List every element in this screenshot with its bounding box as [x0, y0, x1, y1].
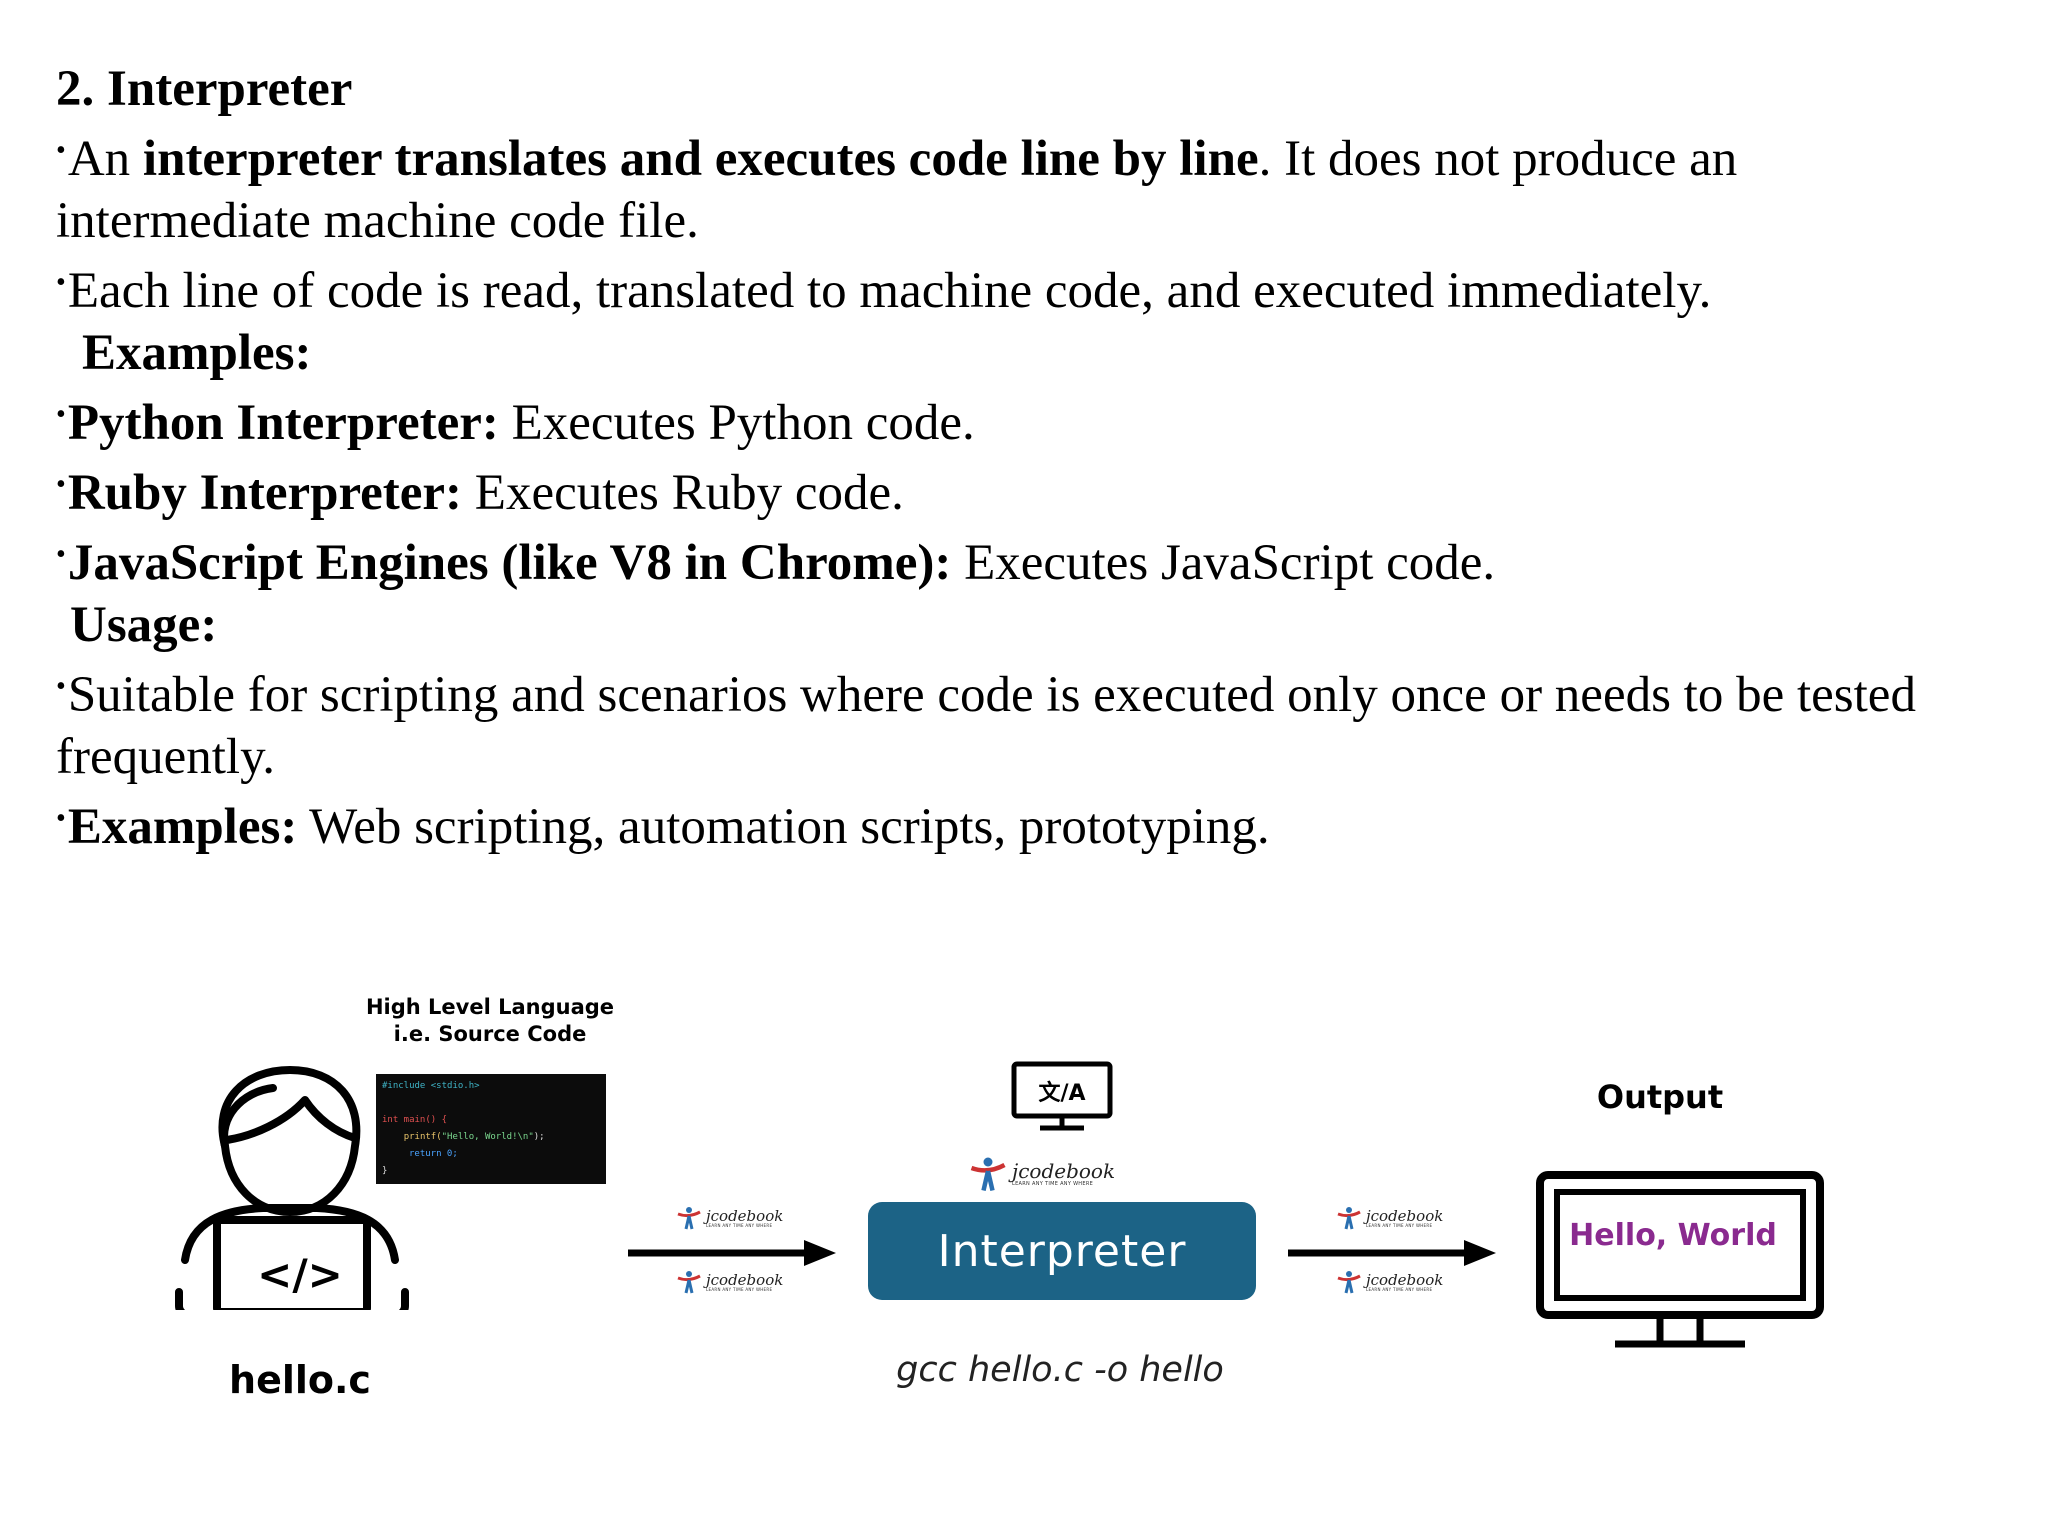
monitor-icon [1536, 1171, 1824, 1348]
bullet-continuation: intermediate machine code file. [56, 193, 699, 249]
brand-watermark: jcodebook LEARN ANY TIME ANY WHERE [1336, 1206, 1443, 1230]
brand-tagline: LEARN ANY TIME ANY WHERE [1366, 1287, 1433, 1293]
arrow-right-icon [628, 1240, 836, 1266]
programmer-icon [175, 1066, 409, 1310]
bullet-text: Web scripting, automation scripts, proto… [297, 799, 1270, 855]
example-item-javascript: •JavaScript Engines (like V8 in Chrome):… [56, 524, 2016, 594]
source-code-caption: High Level Language i.e. Source Code [340, 994, 640, 1048]
example-name: JavaScript Engines (like V8 in Chrome): [67, 535, 952, 591]
bullet-bold-text: interpreter translates and executes code… [142, 131, 1259, 187]
bullet-dot: • [56, 803, 66, 834]
brand-watermark: jcodebook LEARN ANY TIME ANY WHERE [968, 1156, 1115, 1192]
brand-watermark: jcodebook LEARN ANY TIME ANY WHERE [676, 1206, 783, 1230]
translate-monitor-icon: 文/A [1011, 1061, 1113, 1131]
bullet-dot: • [56, 469, 66, 500]
brand-text: jcodebook LEARN ANY TIME ANY WHERE [1366, 1272, 1443, 1293]
output-title: Output [1596, 1078, 1724, 1116]
brand-logo-icon [677, 1207, 701, 1230]
example-item-python: •Python Interpreter: Executes Python cod… [56, 384, 2016, 454]
translate-symbol: 文/A [1038, 1080, 1085, 1106]
bullet-dot: • [56, 539, 66, 570]
code-token: printf( [403, 1132, 442, 1142]
brand-tagline: LEARN ANY TIME ANY WHERE [1366, 1223, 1433, 1229]
usage-bullet-scripting: •Suitable for scripting and scenarios wh… [56, 656, 2016, 726]
brand-name: jcodebook [706, 1206, 784, 1225]
brand-tagline: LEARN ANY TIME ANY WHERE [706, 1287, 773, 1293]
example-name: Python Interpreter: [67, 395, 499, 451]
brand-name: jcodebook [706, 1270, 784, 1289]
bullet-dot: • [56, 671, 66, 702]
bullet-line-by-line: •Each line of code is read, translated t… [56, 252, 2016, 322]
brand-name: jcodebook [1366, 1270, 1444, 1289]
caption-line: i.e. Source Code [393, 1022, 587, 1046]
bullet-text: . It does not produce an [1258, 131, 1738, 187]
interpreter-diagram: High Level Language i.e. Source Code </>… [0, 980, 2048, 1420]
brand-logo-icon [677, 1271, 701, 1294]
brand-text: jcodebook LEARN ANY TIME ANY WHERE [1366, 1208, 1443, 1229]
code-token: ); [533, 1132, 545, 1142]
brand-text: jcodebook LEARN ANY TIME ANY WHERE [706, 1272, 783, 1293]
examples-heading: Examples: [82, 325, 312, 381]
example-text: Executes Ruby code. [462, 465, 904, 521]
code-symbol-icon: </> [257, 1250, 343, 1299]
code-line: int main() { [382, 1115, 448, 1125]
brand-text: jcodebook LEARN ANY TIME ANY WHERE [706, 1208, 783, 1229]
example-text: Executes Python code. [498, 395, 975, 451]
brand-logo-icon [970, 1157, 1006, 1192]
code-line: return 0; [409, 1149, 458, 1159]
brand-tagline: LEARN ANY TIME ANY WHERE [706, 1223, 773, 1229]
bullet-dot: • [56, 135, 66, 166]
bullet-text: Suitable for scripting and scenarios whe… [67, 667, 1916, 723]
bullet-continuation: frequently. [56, 729, 276, 785]
usage-bullet-examples: •Examples: Web scripting, automation scr… [56, 788, 2016, 858]
caption-line: High Level Language [365, 995, 615, 1019]
section-heading: 2. Interpreter [56, 61, 353, 117]
brand-tagline: LEARN ANY TIME ANY WHERE [1012, 1181, 1094, 1188]
source-code-snippet: #include <stdio.h> int main() { printf("… [376, 1074, 606, 1184]
brand-logo-icon [1337, 1207, 1361, 1230]
code-line: } [382, 1166, 388, 1176]
code-token: "Hello, World!\n" [441, 1132, 534, 1142]
bullet-dot: • [56, 267, 66, 298]
bullet-text: An [67, 131, 143, 187]
code-line: printf("Hello, World!\n"); [382, 1129, 600, 1146]
bullet-interpreter-definition: •An interpreter translates and executes … [56, 120, 2016, 190]
compile-command: gcc hello.c -o hello [896, 1350, 1224, 1390]
brand-text: jcodebook LEARN ANY TIME ANY WHERE [1012, 1160, 1115, 1188]
code-line: #include <stdio.h> [382, 1081, 480, 1091]
file-label: hello.c [229, 1358, 371, 1402]
brand-name: jcodebook [1012, 1159, 1116, 1184]
bullet-dot: • [56, 399, 66, 430]
example-name: Ruby Interpreter: [67, 465, 463, 521]
bullet-bold-text: Examples: [67, 799, 298, 855]
brand-name: jcodebook [1366, 1206, 1444, 1225]
output-text: Hello, World [1569, 1218, 1777, 1253]
arrow-right-icon [1288, 1240, 1496, 1266]
example-text: Executes JavaScript code. [951, 535, 1496, 591]
text-content: 2. Interpreter •An interpreter translate… [56, 58, 2016, 858]
brand-logo-icon [1337, 1271, 1361, 1294]
code-line-blank [382, 1095, 600, 1112]
brand-watermark: jcodebook LEARN ANY TIME ANY WHERE [676, 1270, 783, 1294]
usage-heading: Usage: [70, 597, 218, 653]
bullet-text: Each line of code is read, translated to… [67, 263, 1712, 319]
example-item-ruby: •Ruby Interpreter: Executes Ruby code. [56, 454, 2016, 524]
brand-watermark: jcodebook LEARN ANY TIME ANY WHERE [1336, 1270, 1443, 1294]
interpreter-box: Interpreter [868, 1202, 1256, 1300]
